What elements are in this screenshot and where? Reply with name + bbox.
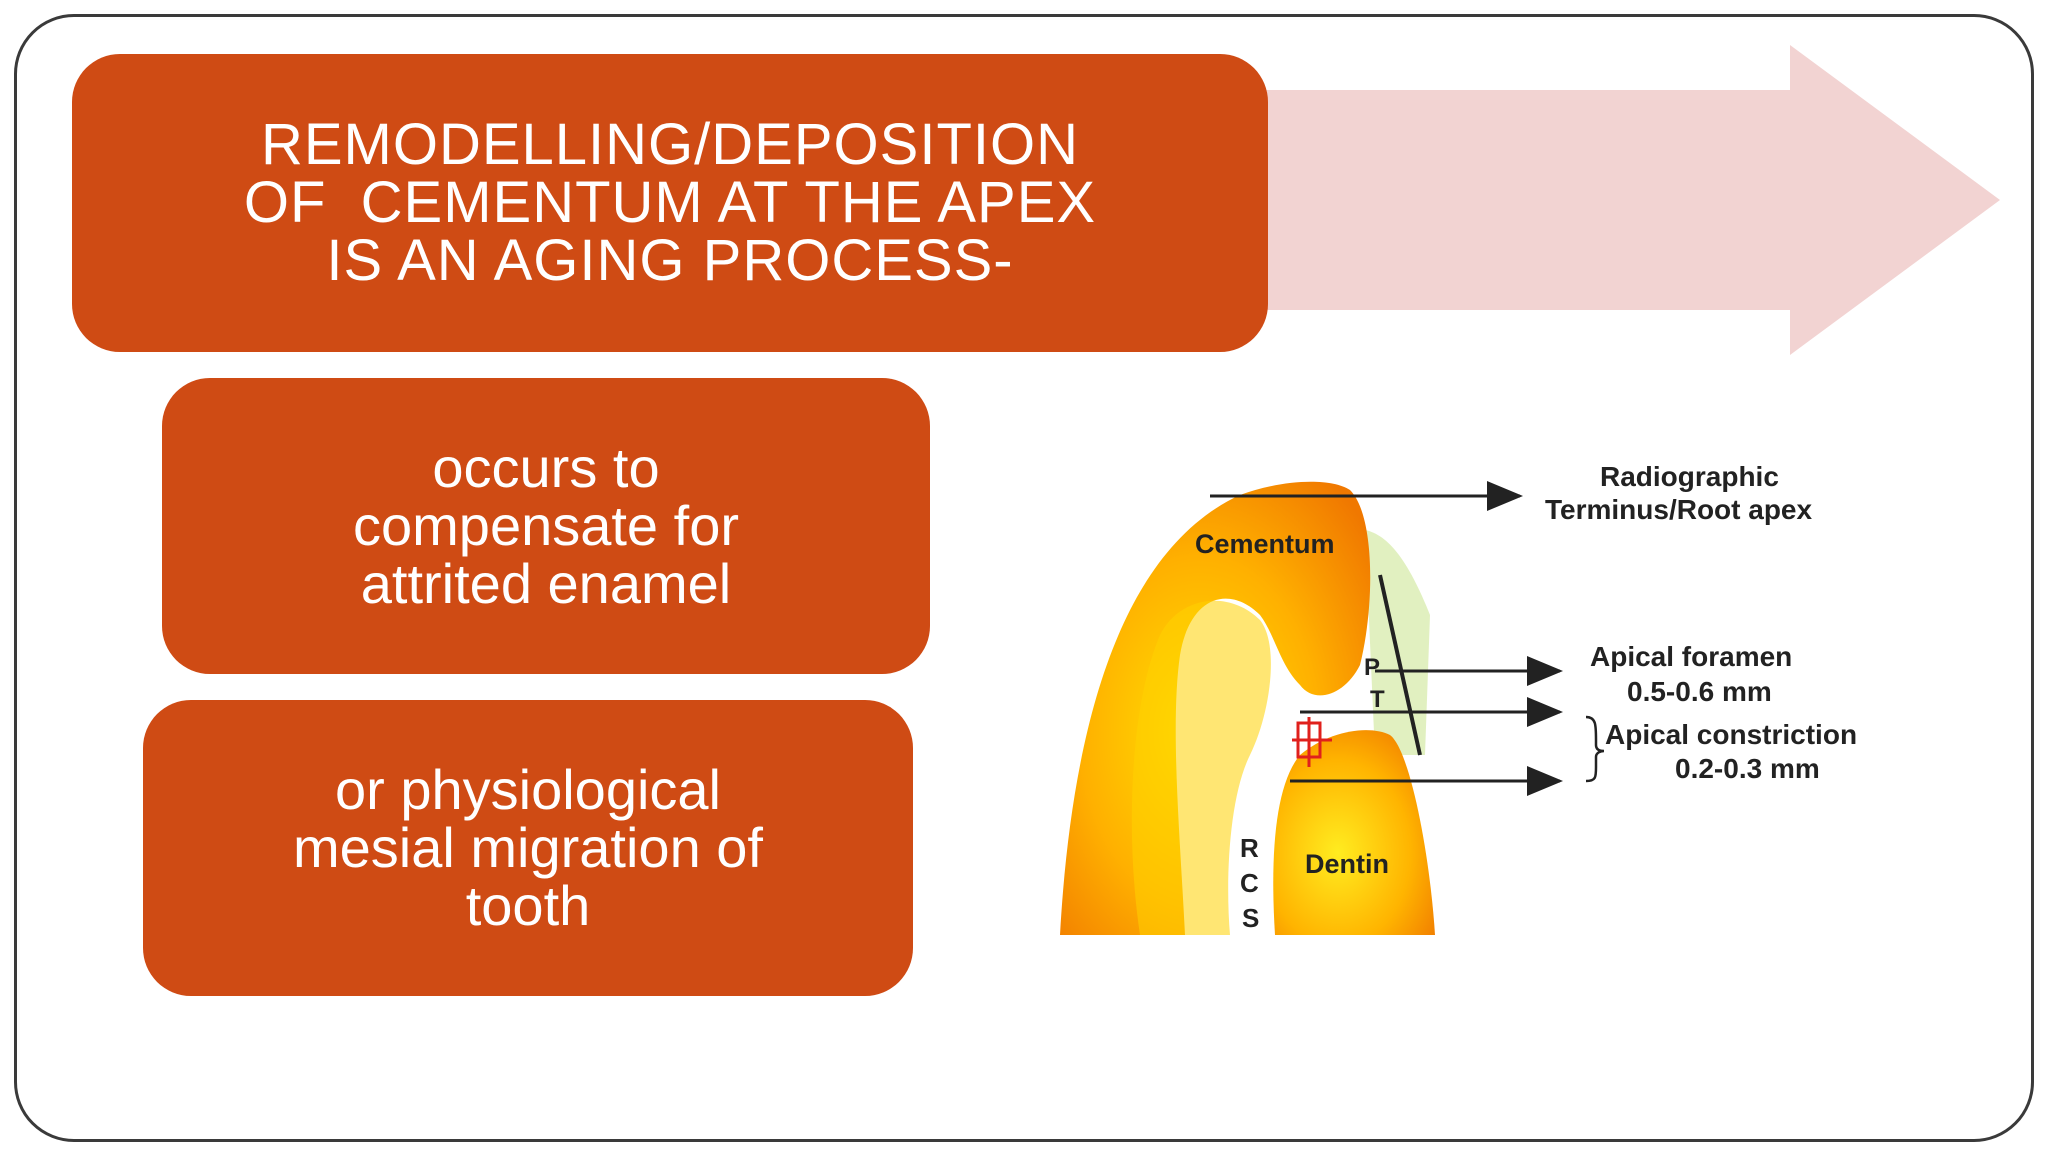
reason-b-line-1: or physiological	[335, 758, 721, 821]
reason-box-migration: or physiological mesial migration of too…	[143, 700, 913, 996]
cementum-inner-shape	[1131, 600, 1271, 935]
label-foramen-1: Apical foramen	[1590, 641, 1792, 672]
reason-a-line-3: attrited enamel	[360, 552, 732, 615]
title-line-1: REMODELLING/DEPOSITION	[260, 112, 1079, 177]
label-dentin: Dentin	[1305, 849, 1389, 879]
root-surface-line	[1378, 574, 1422, 756]
title-line-3: IS AN AGING PROCESS-	[326, 228, 1014, 293]
reason-text-migration: or physiological mesial migration of too…	[293, 761, 763, 935]
slide-frame	[14, 14, 2034, 1142]
decorative-arrow-icon	[1250, 45, 2000, 355]
reason-text-enamel: occurs to compensate for attrited enamel	[353, 439, 739, 613]
label-t: T	[1370, 686, 1385, 713]
reason-a-line-1: occurs to	[432, 436, 660, 499]
constriction-brace	[1585, 715, 1605, 783]
label-constriction-2: 0.2-0.3 mm	[1675, 753, 1820, 784]
constriction-marker-icon	[1292, 717, 1332, 767]
label-radiographic-1: Radiographic	[1600, 461, 1779, 492]
reason-b-line-2: mesial migration of	[293, 816, 763, 879]
label-p: P	[1364, 654, 1380, 681]
ligament-region	[1365, 530, 1430, 755]
label-r: R	[1240, 833, 1259, 863]
reason-a-line-2: compensate for	[353, 494, 739, 557]
reason-box-enamel: occurs to compensate for attrited enamel	[162, 378, 930, 674]
title-text: REMODELLING/DEPOSITION OF CEMENTUM AT TH…	[244, 116, 1096, 290]
dentin-shape	[1273, 730, 1435, 935]
label-foramen-2: 0.5-0.6 mm	[1627, 676, 1772, 707]
reason-b-line-3: tooth	[465, 874, 591, 937]
label-radiographic-2: Terminus/Root apex	[1545, 494, 1813, 525]
title-box: REMODELLING/DEPOSITION OF CEMENTUM AT TH…	[72, 54, 1268, 352]
label-c: C	[1240, 868, 1259, 898]
root-apex-diagram: Cementum Dentin P T R C S Radiographic T…	[1060, 461, 1857, 935]
label-constriction-1: Apical constriction	[1605, 719, 1857, 750]
title-line-2: OF CEMENTUM AT THE APEX	[243, 170, 1097, 235]
label-cementum: Cementum	[1195, 529, 1335, 559]
label-s: S	[1242, 903, 1259, 933]
